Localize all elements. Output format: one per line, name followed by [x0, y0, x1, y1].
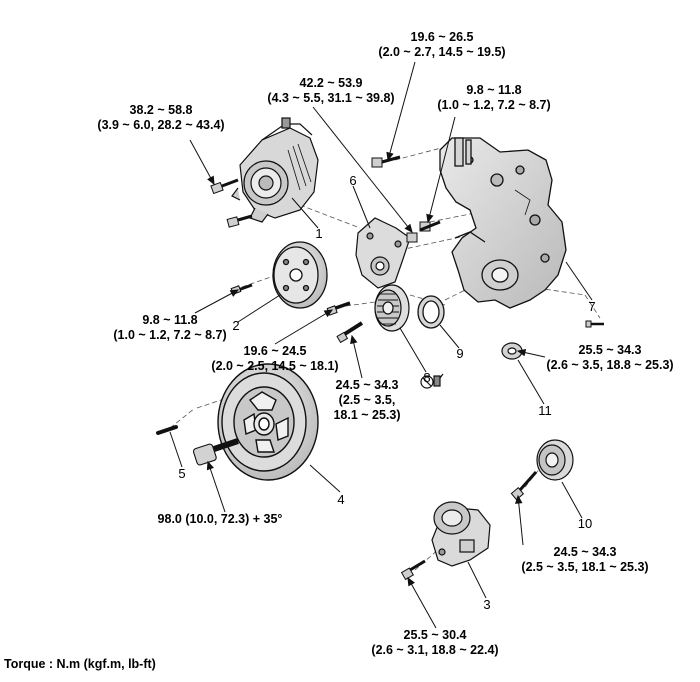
leader-line [399, 327, 427, 373]
torque-callout-pulley-bolt: 9.8 ~ 11.8 (1.0 ~ 1.2, 7.2 ~ 8.7) [100, 313, 240, 343]
leader-line [189, 139, 215, 185]
torque-callout-alternator: 38.2 ~ 58.8 (3.9 ~ 6.0, 28.2 ~ 43.4) [86, 103, 236, 133]
leader-arrowhead [207, 175, 215, 186]
torque-value: 25.5 ~ 34.3 [578, 343, 642, 357]
torque-value: 38.2 ~ 58.8 [129, 103, 193, 117]
torque-value: 24.5 ~ 34.3 [335, 378, 399, 392]
leader-arrowhead [323, 309, 334, 318]
torque-value-converted: (2.6 ~ 3.1, 18.8 ~ 22.4) [371, 643, 499, 657]
leader-line [207, 461, 226, 513]
leader-line [387, 61, 416, 161]
leader-lines [169, 61, 593, 629]
part-number-7: 7 [588, 299, 596, 314]
leader-line [517, 359, 545, 405]
leader-arrowhead [426, 213, 434, 224]
leader-line [565, 261, 593, 301]
crankshaft-damper-pulley-4 [217, 363, 319, 481]
leader-line [561, 481, 583, 519]
torque-callout-cover-top: 19.6 ~ 26.5 (2.0 ~ 2.7, 14.5 ~ 19.5) [362, 30, 522, 60]
leader-line [309, 464, 341, 493]
torque-value-converted: (1.0 ~ 1.2, 7.2 ~ 8.7) [113, 328, 227, 342]
part-number-9: 9 [456, 346, 464, 361]
timing-chain-cover [439, 137, 567, 309]
part-number-6: 6 [349, 173, 357, 188]
torque-value: 19.6 ~ 26.5 [410, 30, 474, 44]
leader-line [517, 495, 524, 546]
leader-line [169, 431, 183, 468]
leader-line [237, 294, 281, 323]
part-number-8: 8 [423, 370, 431, 385]
torque-value-converted: (2.0 ~ 2.7, 14.5 ~ 19.5) [378, 45, 506, 59]
leader-arrowhead [206, 460, 214, 471]
alternator-bolts [210, 178, 253, 228]
bracket-6 [355, 217, 411, 289]
idler-10-bolt [510, 471, 538, 501]
idler-pulley-8 [374, 284, 410, 332]
leader-line [312, 106, 413, 233]
leader-arrowhead [350, 334, 358, 345]
leader-line [407, 577, 437, 629]
torque-value: 19.6 ~ 24.5 [243, 344, 307, 358]
torque-callout-crank-bolt: 98.0 (10.0, 72.3) + 35° [125, 512, 315, 527]
torque-value: 98.0 (10.0, 72.3) + 35° [157, 512, 283, 526]
cover-bolt-7 [585, 320, 604, 328]
leader-arrowhead [515, 494, 523, 504]
part-number-2: 2 [232, 318, 240, 333]
leader-arrowhead [386, 151, 394, 162]
part-number-3: 3 [483, 597, 491, 612]
torque-value: 24.5 ~ 34.3 [553, 545, 617, 559]
torque-value: 9.8 ~ 11.8 [142, 313, 198, 327]
leader-line [291, 197, 319, 229]
part-number-1: 1 [315, 226, 323, 241]
auto-tensioner-3 [431, 501, 491, 567]
bracket-bolts [371, 155, 441, 243]
idler-pulley-10 [536, 439, 574, 481]
part-number-4: 4 [337, 492, 345, 507]
torque-callout-washer: 25.5 ~ 34.3 (2.6 ~ 3.5, 18.8 ~ 25.3) [530, 343, 690, 373]
leader-line [427, 116, 456, 223]
torque-value-converted: (2.5 ~ 3.5, [338, 393, 396, 407]
oil-seal-9 [417, 295, 445, 329]
torque-value-converted-2: 18.1 ~ 25.3) [333, 408, 401, 422]
torque-value-converted: (3.9 ~ 6.0, 28.2 ~ 43.4) [97, 118, 225, 132]
torque-callout-idler-8: 24.5 ~ 34.3 (2.5 ~ 3.5, 18.1 ~ 25.3) [322, 378, 412, 423]
washer-11 [501, 342, 523, 360]
torque-value: 25.5 ~ 30.4 [403, 628, 467, 642]
leader-line [467, 561, 487, 599]
leader-arrowhead [229, 289, 240, 297]
leader-line [274, 309, 333, 345]
torque-value-converted: (2.0 ~ 2.5, 14.5 ~ 18.1) [211, 359, 339, 373]
torque-value-converted: (2.5 ~ 3.5, 18.1 ~ 25.3) [521, 560, 649, 574]
tensioner-bolt [400, 559, 426, 581]
woodruff-key-5 [156, 425, 178, 435]
torque-value: 42.2 ~ 53.9 [299, 76, 363, 90]
leader-arrowhead [516, 348, 527, 357]
alternator [231, 117, 319, 223]
leader-line [439, 324, 460, 349]
torque-unit-footnote: Torque : N.m (kgf.m, lb-ft) [4, 657, 156, 671]
do-not-reuse-icon [420, 373, 444, 389]
small-bolts [230, 283, 364, 344]
part-number-5: 5 [178, 466, 186, 481]
torque-value-converted: (4.3 ~ 5.5, 31.1 ~ 39.8) [267, 91, 395, 105]
torque-callout-idler-10: 24.5 ~ 34.3 (2.5 ~ 3.5, 18.1 ~ 25.3) [505, 545, 665, 575]
torque-value-converted: (1.0 ~ 1.2, 7.2 ~ 8.7) [437, 98, 551, 112]
part-number-11: 11 [538, 403, 552, 418]
torque-value-converted: (2.6 ~ 3.5, 18.8 ~ 25.3) [546, 358, 674, 372]
torque-value: 9.8 ~ 11.8 [466, 83, 522, 97]
torque-callout-idler-bolt: 19.6 ~ 24.5 (2.0 ~ 2.5, 14.5 ~ 18.1) [200, 344, 350, 374]
part-number-10: 10 [577, 516, 593, 531]
crank-pulley-bolt [192, 438, 239, 466]
leader-arrowhead [407, 576, 415, 587]
leader-arrowhead [404, 223, 413, 233]
idler-pulley-2 [272, 241, 328, 309]
leader-line [194, 289, 239, 314]
torque-callout-tensioner: 25.5 ~ 30.4 (2.6 ~ 3.1, 18.8 ~ 22.4) [355, 628, 515, 658]
leader-line [352, 185, 371, 229]
torque-callout-cover-bolt: 9.8 ~ 11.8 (1.0 ~ 1.2, 7.2 ~ 8.7) [424, 83, 564, 113]
torque-callout-bracket: 42.2 ~ 53.9 (4.3 ~ 5.5, 31.1 ~ 39.8) [256, 76, 406, 106]
